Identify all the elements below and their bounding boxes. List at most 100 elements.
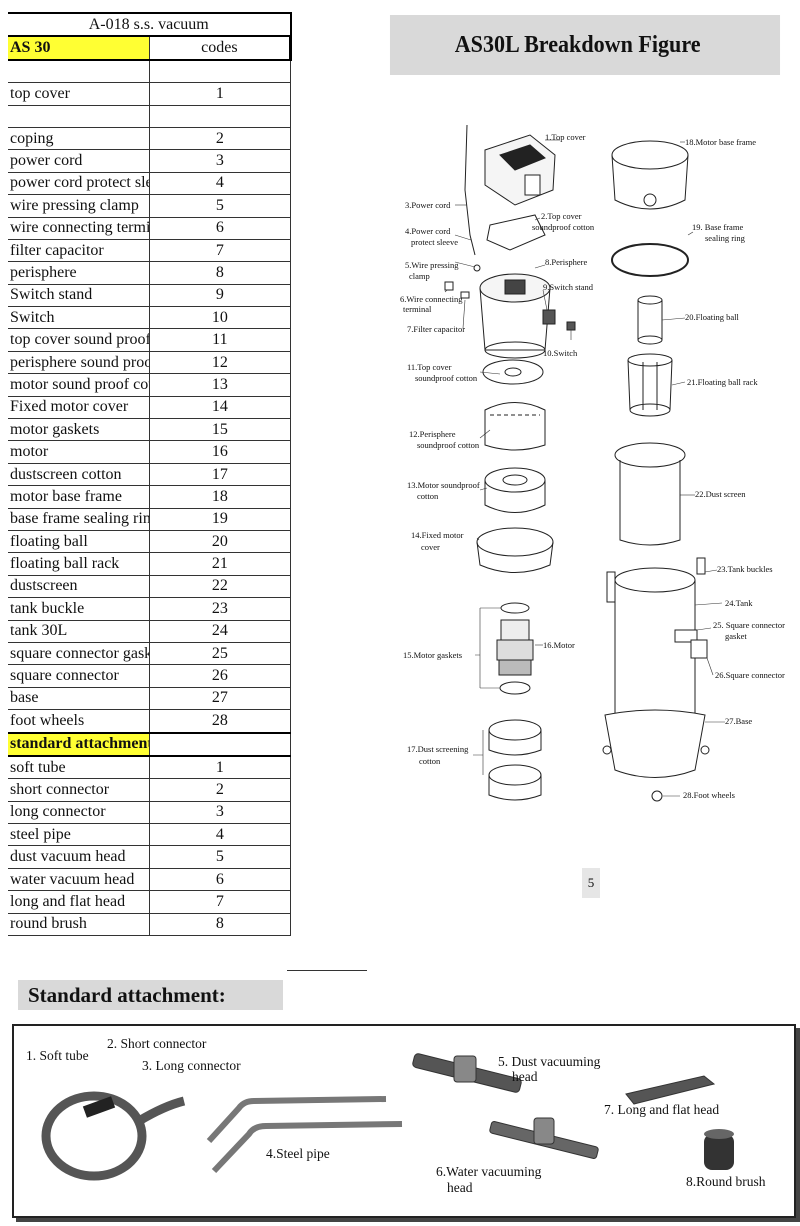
label-dust-screening-b: cotton bbox=[419, 756, 441, 766]
dust-screen-part bbox=[614, 442, 686, 546]
part-name: Switch stand bbox=[8, 284, 150, 308]
part-code: 26 bbox=[149, 664, 292, 688]
soft-tube-label: 1. Soft tube bbox=[26, 1048, 89, 1063]
part-name: wire pressing clamp bbox=[8, 194, 150, 218]
motor-cotton-part bbox=[484, 467, 546, 513]
steel-pipe-label: 4.Steel pipe bbox=[266, 1146, 330, 1161]
part-name: Switch bbox=[8, 306, 150, 330]
label-top-cover-cotton-2b: soundproof cotton bbox=[532, 222, 595, 232]
label-dust-screening-a: 17.Dust screening bbox=[407, 744, 469, 754]
label-wire-clamp-b: clamp bbox=[409, 271, 430, 281]
part-code: 24 bbox=[149, 620, 292, 643]
part-name: base bbox=[8, 687, 150, 711]
water-head-image bbox=[489, 1117, 599, 1159]
part-code: 3 bbox=[149, 801, 292, 825]
part-code: 9 bbox=[149, 284, 292, 308]
part-code: 25 bbox=[149, 642, 292, 666]
round-brush-image bbox=[704, 1129, 734, 1170]
table-title-row: A-018 s.s. vacuum bbox=[8, 11, 292, 37]
part-name: floating ball rack bbox=[8, 552, 150, 576]
connector-image bbox=[82, 1096, 116, 1118]
top-cover-cotton-part bbox=[482, 359, 544, 385]
part-name: steel pipe bbox=[8, 823, 150, 847]
part-name: perisphere sound proof cotton bbox=[8, 351, 150, 375]
part-code: 20 bbox=[149, 530, 292, 554]
part-name: tank 30L bbox=[8, 620, 150, 643]
label-switch-stand: 9.Switch stand bbox=[543, 282, 594, 292]
part-code: 22 bbox=[149, 575, 292, 599]
tank-part bbox=[606, 557, 708, 720]
page-number: 5 bbox=[582, 868, 600, 898]
label-fixed-motor-cover-b: cover bbox=[421, 542, 440, 552]
part-name: motor gaskets bbox=[8, 418, 150, 442]
dust-screening-cotton-part bbox=[488, 719, 542, 801]
wire-clamp-part bbox=[473, 264, 481, 272]
attachment-panel: 1. Soft tube 2. Short connector 3. Long … bbox=[12, 1024, 796, 1218]
dust-head-label-b: head bbox=[512, 1069, 538, 1084]
flat-head-image bbox=[625, 1075, 716, 1105]
part-name: foot wheels bbox=[8, 709, 150, 733]
label-switch: 10.Switch bbox=[543, 348, 578, 358]
part-name: square connector gasket bbox=[8, 642, 150, 666]
coping-part bbox=[486, 214, 546, 251]
part-name: top cover bbox=[8, 82, 150, 106]
base-part bbox=[602, 709, 710, 778]
part-code: 23 bbox=[149, 597, 292, 621]
flat-head-label: 7. Long and flat head bbox=[604, 1102, 720, 1117]
label-wire-terminal-b: terminal bbox=[403, 304, 432, 314]
part-code: 10 bbox=[149, 306, 292, 330]
part-name: coping bbox=[8, 127, 150, 151]
part-code: 28 bbox=[149, 709, 292, 733]
part-code: 15 bbox=[149, 418, 292, 442]
attachment-title: Standard attachment: bbox=[18, 980, 283, 1010]
floating-ball-part bbox=[637, 295, 663, 345]
label-motor: 16.Motor bbox=[543, 640, 575, 650]
part-name: soft tube bbox=[8, 755, 150, 780]
part-code: 12 bbox=[149, 351, 292, 375]
breakdown-diagram: 1.Top cover 2.Top cover soundproof cotto… bbox=[400, 124, 785, 802]
part-name: motor bbox=[8, 440, 150, 464]
figure-title: AS30L Breakdown Figure bbox=[454, 31, 701, 58]
short-connector-label: 2. Short connector bbox=[107, 1036, 207, 1051]
part-code: 17 bbox=[149, 463, 292, 487]
table-title: A-018 s.s. vacuum bbox=[8, 11, 292, 37]
label-square-connector-gasket-b: gasket bbox=[725, 631, 747, 641]
label-motor-soundproof-b: cotton bbox=[417, 491, 439, 501]
label-base-frame-ring-a: 19. Base frame bbox=[692, 222, 743, 232]
part-name: filter capacitor bbox=[8, 239, 150, 263]
label-filter-capacitor: 7.Filter capacitor bbox=[407, 324, 465, 334]
label-wire-clamp-a: 5.Wire pressing bbox=[405, 260, 459, 270]
table-end-line bbox=[287, 970, 367, 971]
label-perisphere-soundproof-b: soundproof cotton bbox=[417, 440, 480, 450]
part-name: power cord bbox=[8, 149, 150, 173]
part-code: 18 bbox=[149, 485, 292, 509]
perisphere-part bbox=[479, 273, 551, 359]
table-row-blank bbox=[8, 59, 292, 84]
attachments-header: standard attachments: bbox=[8, 731, 150, 757]
filter-capacitor-part bbox=[460, 291, 470, 299]
label-power-cord: 3.Power cord bbox=[405, 200, 451, 210]
label-floating-ball: 20.Floating ball bbox=[685, 312, 739, 322]
part-code: 5 bbox=[149, 194, 292, 218]
part-code: 6 bbox=[149, 217, 292, 240]
part-name: motor base frame bbox=[8, 485, 150, 509]
part-name: tank buckle bbox=[8, 597, 150, 621]
part-code: 7 bbox=[149, 239, 292, 263]
part-code: 1 bbox=[149, 755, 292, 780]
